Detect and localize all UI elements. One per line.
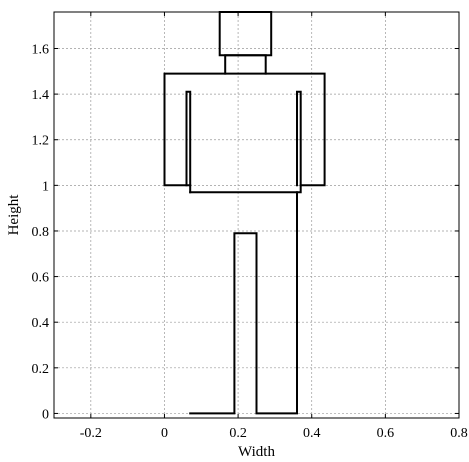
y-tick-label: 0.8	[32, 225, 50, 240]
y-tick-label: 0	[42, 407, 49, 422]
y-axis-label: Height	[6, 194, 22, 236]
x-tick-label: 0.2	[229, 426, 247, 441]
outline-left-arm-inner	[185, 90, 192, 187]
x-tick-labels: -0.2 0 0.2 0.4 0.6 0.8	[80, 426, 468, 441]
x-tick-label: 0.8	[450, 426, 468, 441]
x-tick-label: 0.4	[303, 426, 321, 441]
y-tick-label: 1.6	[32, 42, 50, 57]
grid	[54, 12, 460, 418]
outline-right-arm-inner	[296, 90, 302, 187]
y-tick-label: 1.4	[32, 88, 50, 103]
outline-neck	[224, 54, 267, 75]
y-tick-labels: 0 0.2 0.4 0.6 0.8 1 1.2 1.4 1.6	[32, 42, 50, 422]
outline-outer-outline	[163, 72, 326, 415]
x-tick-label: -0.2	[80, 426, 102, 441]
y-tick-label: 0.2	[32, 362, 50, 377]
x-tick-label: 0.6	[377, 426, 395, 441]
y-tick-label: 1	[42, 179, 49, 194]
y-tick-label: 0.4	[32, 316, 50, 331]
x-axis-label: Width	[238, 444, 275, 460]
y-tick-label: 1.2	[32, 134, 50, 149]
y-tick-label: 0.6	[32, 271, 50, 286]
shape-outline	[163, 11, 326, 415]
x-tick-label: 0	[161, 426, 168, 441]
